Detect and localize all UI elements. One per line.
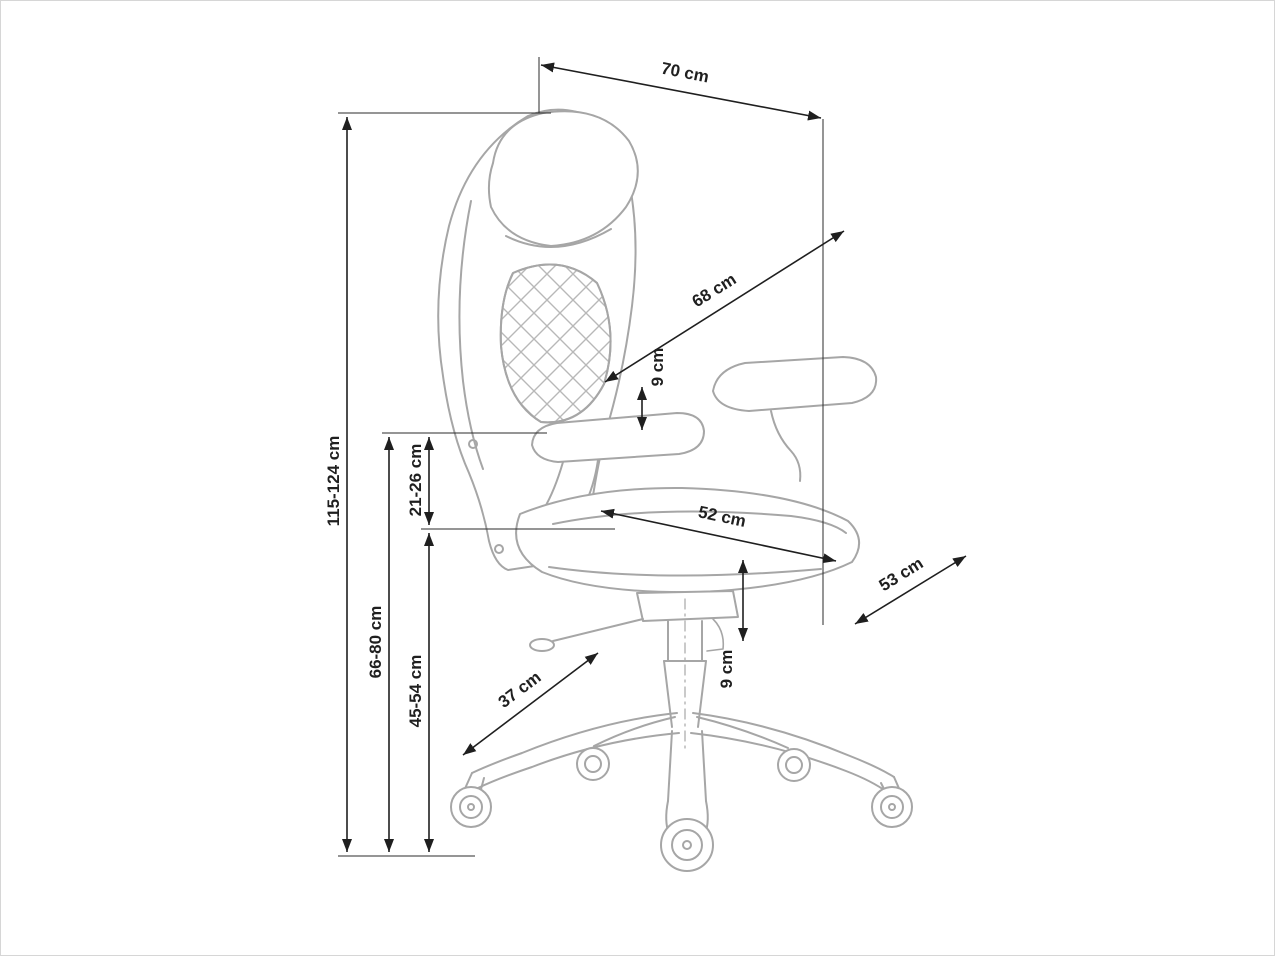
dimension-label-backrest-length: 68 cm — [689, 270, 740, 312]
dimension-armrest-above-seat: 21-26 cm — [406, 437, 434, 525]
dimension-overall-width: 70 cm — [540, 59, 822, 121]
dimension-label-base-arm-length: 37 cm — [495, 668, 545, 712]
dimension-overall-height: 115-124 cm — [324, 117, 352, 852]
dimension-label-lift-stroke: 9 cm — [717, 650, 736, 689]
dimension-label-seat-width: 53 cm — [876, 554, 927, 596]
dimension-lift-stroke: 9 cm — [717, 560, 748, 689]
base — [471, 712, 895, 802]
dimension-base-arm-length: 37 cm — [462, 652, 599, 756]
dimension-label-armrest-above-seat: 21-26 cm — [406, 444, 425, 517]
dimension-label-seat-height: 45-54 cm — [406, 655, 425, 728]
chair-drawing — [437, 108, 913, 872]
gas-lift — [663, 598, 725, 752]
dimension-label-headrest-depth: 9 cm — [648, 348, 667, 387]
dimension-seat-width: 53 cm — [854, 554, 967, 625]
far-armrest — [712, 356, 878, 482]
dimension-headrest-depth: 9 cm — [637, 348, 667, 430]
seat — [515, 486, 860, 594]
dimension-armrest-height: 66-80 cm — [366, 437, 394, 852]
tilt-mechanism — [529, 590, 739, 652]
casters — [450, 747, 913, 872]
quilted-panel — [499, 263, 612, 424]
dimension-label-overall-width: 70 cm — [660, 59, 711, 87]
dimension-label-overall-height: 115-124 cm — [324, 436, 343, 527]
dimension-seat-height: 45-54 cm — [406, 533, 434, 852]
dimension-label-armrest-height: 66-80 cm — [366, 606, 385, 679]
